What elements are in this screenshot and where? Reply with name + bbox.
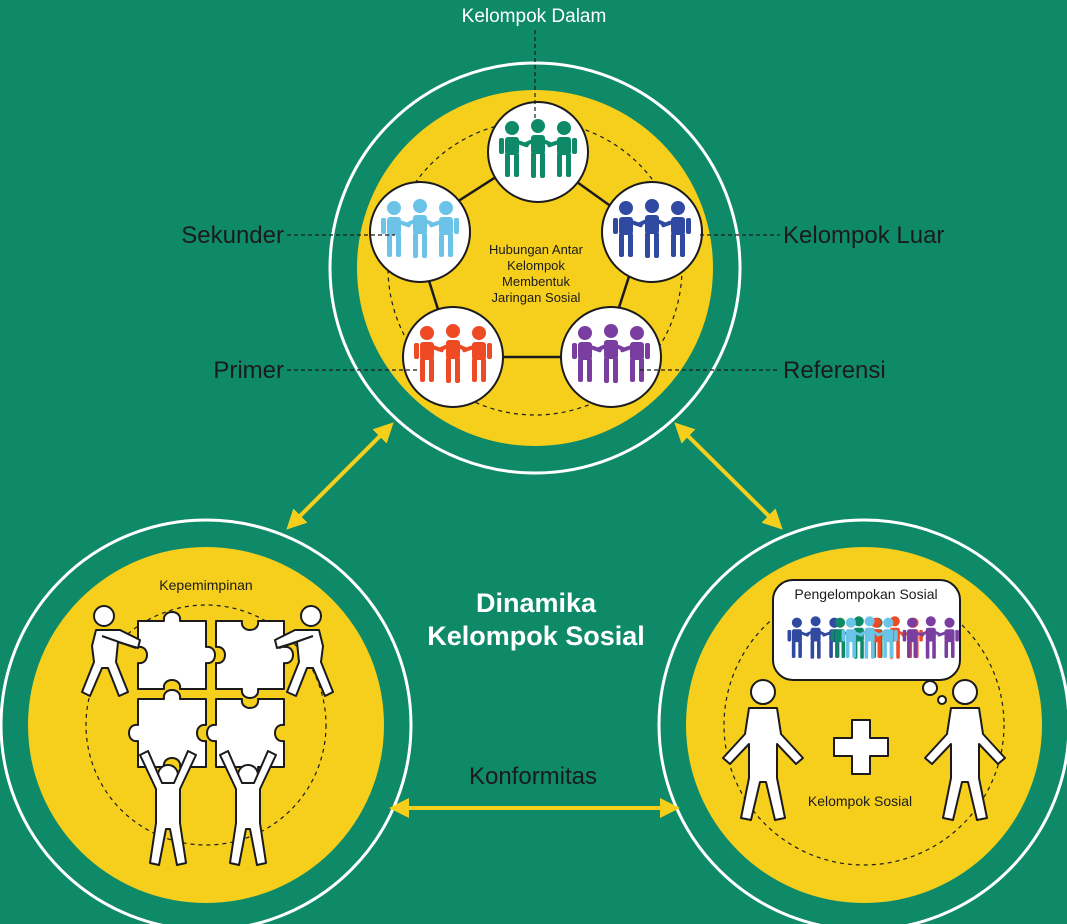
top-network-circle: Hubungan Antar Kelompok Membentuk Jaring… <box>328 61 742 475</box>
thought-bubble: Pengelompokan Sosial <box>772 579 961 705</box>
hubungan-text-line4: Jaringan Sosial <box>492 290 581 305</box>
node-sekunder <box>369 181 471 283</box>
puzzle-piece-icon <box>215 620 294 699</box>
kepemimpinan-circle: Kepemimpinan <box>0 518 413 924</box>
double-headed-arrow-icon <box>674 422 783 530</box>
label-kelompok-sosial: Kelompok Sosial <box>808 793 912 809</box>
label-sekunder: Sekunder <box>181 222 284 249</box>
hubungan-text-line3: Membentuk <box>502 274 570 289</box>
label-kelompok-luar: Kelompok Luar <box>783 222 944 249</box>
label-kelompok-dalam: Kelompok Dalam <box>462 6 607 27</box>
title-line2: Kelompok Sosial <box>427 621 645 651</box>
node-referensi <box>560 306 662 408</box>
arrows <box>286 422 783 818</box>
title-line1: Dinamika <box>476 588 597 618</box>
label-kepemimpinan: Kepemimpinan <box>159 577 252 593</box>
label-konformitas: Konformitas <box>469 763 597 790</box>
kelompok-sosial-circle: Pengelompokan Sosial Kelompok Sosial <box>657 518 1067 924</box>
double-headed-arrow-icon <box>286 422 394 530</box>
hubungan-text-line2: Kelompok <box>507 258 565 273</box>
node-primer <box>402 306 504 408</box>
colorful-people-row-icon <box>787 616 959 659</box>
label-referensi: Referensi <box>783 357 886 384</box>
hubungan-text-line1: Hubungan Antar <box>489 242 584 257</box>
puzzle-piece-icon <box>137 611 216 690</box>
plus-icon <box>833 719 889 775</box>
leader-lines <box>287 30 780 371</box>
node-kelompok-luar <box>601 181 703 283</box>
label-pengelompokan-sosial: Pengelompokan Sosial <box>794 586 937 602</box>
label-primer: Primer <box>213 357 284 384</box>
node-kelompok-dalam <box>487 101 589 203</box>
